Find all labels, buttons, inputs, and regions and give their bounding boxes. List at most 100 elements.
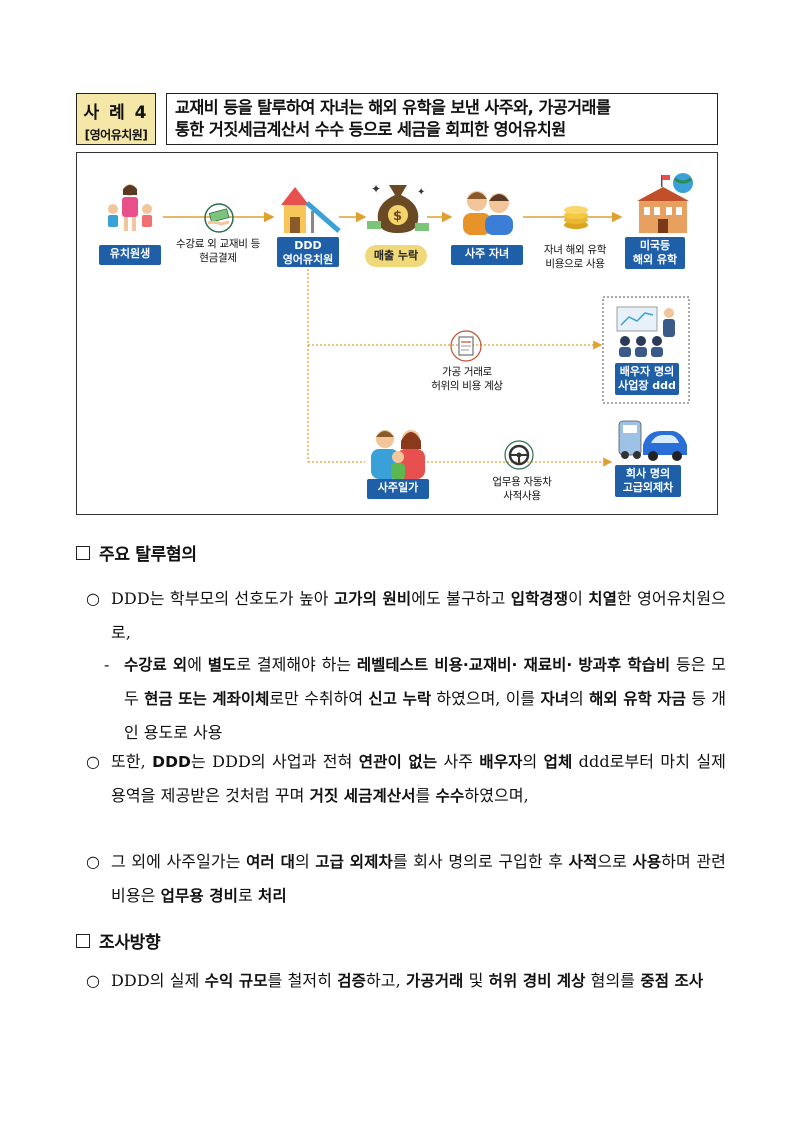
checkbox-square-icon bbox=[76, 546, 90, 560]
text: 으로 bbox=[597, 852, 633, 871]
text: 로 결제해야 하는 bbox=[236, 655, 357, 674]
bold-text: 처리 bbox=[257, 887, 287, 905]
caption-fake-line1: 가공 거래로 bbox=[442, 366, 492, 378]
bold-text: 현금 또는 계좌이체 bbox=[144, 690, 270, 708]
bold-text: 고가의 원비 bbox=[333, 590, 412, 608]
paragraph-3: ○ 그 외에 사주일가는 여러 대의 고급 외제차를 회사 명의로 구입한 후 … bbox=[86, 845, 726, 913]
steering-wheel-icon bbox=[504, 440, 534, 470]
text: 를 회사 명의로 구입한 후 bbox=[392, 852, 569, 871]
checkbox-square-icon bbox=[76, 934, 90, 948]
badge-kindergarten-line2: 영어유치원 bbox=[282, 253, 334, 266]
bold-text: 계상 bbox=[556, 972, 586, 990]
bold-text: 업무용 경비 bbox=[160, 887, 238, 905]
flow-diagram: ✦ ✦ $ bbox=[76, 152, 718, 515]
invoice-icon bbox=[450, 330, 482, 362]
bold-text: 수강료 외 bbox=[124, 656, 188, 674]
bold-text: 검증 bbox=[337, 972, 366, 990]
text: 및 bbox=[463, 971, 489, 990]
badge-spouse-line2: 사업장 ddd bbox=[618, 379, 676, 392]
case-category: [영어유치원] bbox=[84, 128, 148, 142]
text: 는 DDD의 사업과 전혀 bbox=[191, 752, 359, 771]
badge-students: 유치원생 bbox=[99, 245, 161, 265]
caption-car-use-line1: 업무용 자동차 bbox=[492, 476, 552, 488]
svg-text:✦: ✦ bbox=[371, 182, 381, 196]
text: 를 철저히 bbox=[267, 971, 338, 990]
caption-tuition: 자녀 해외 유학 비용으로 사용 bbox=[531, 243, 619, 271]
badge-company-car: 회사 명의 고급외제차 bbox=[615, 465, 681, 497]
coins-icon bbox=[564, 206, 588, 229]
bold-text: 거짓 세금계산서 bbox=[309, 787, 416, 805]
text: 이 bbox=[568, 589, 589, 608]
case-label: 사 례 4 [영어유치원] bbox=[76, 93, 156, 145]
cash-payment-icon bbox=[204, 203, 234, 233]
section-title-text: 주요 탈루혐의 bbox=[99, 545, 197, 565]
bold-text: 수익 규모 bbox=[204, 972, 268, 990]
text: 하였으며, bbox=[464, 786, 529, 805]
badge-family: 사주일가 bbox=[367, 479, 429, 499]
students-icon bbox=[108, 184, 152, 231]
caption-payment-line1: 수강료 외 교재비 등 bbox=[176, 238, 260, 250]
paragraph-1-sub: - 수강료 외에 별도로 결제해야 하는 레벨테스트 비용·교재비· 재료비· … bbox=[104, 648, 726, 749]
section-title-tax-evasion: 주요 탈루혐의 bbox=[76, 540, 197, 565]
badge-abroad-line2: 해외 유학 bbox=[632, 253, 678, 266]
svg-text:$: $ bbox=[393, 209, 402, 224]
text: 한 영어유치원으로, bbox=[111, 589, 726, 642]
bold-text: 사적 bbox=[568, 853, 598, 871]
bold-text: 가공거래 bbox=[405, 972, 464, 990]
circle-bullet: ○ bbox=[86, 971, 101, 990]
badge-abroad-line1: 미국등 bbox=[639, 239, 671, 252]
bold-text: 허위 경비 bbox=[488, 972, 552, 990]
badge-kindergarten-line1: DDD bbox=[294, 239, 322, 252]
children-icon bbox=[463, 191, 513, 235]
text: 의 bbox=[294, 852, 316, 871]
text: 하고, bbox=[365, 971, 406, 990]
badge-owner-child: 사주 자녀 bbox=[451, 245, 523, 265]
bold-text: 별도 bbox=[207, 656, 237, 674]
bold-text: 수수 bbox=[435, 787, 465, 805]
circle-bullet: ○ bbox=[86, 752, 101, 771]
bold-text: 배우자 bbox=[479, 753, 523, 771]
luxury-car-icon bbox=[618, 420, 687, 461]
badge-car-line2: 고급외제차 bbox=[622, 481, 674, 494]
case-title-line1: 교재비 등을 탈루하여 자녀는 해외 유학을 보낸 사주와, 가공거래를 bbox=[175, 98, 611, 117]
text: 로만 수취하여 bbox=[269, 689, 369, 708]
bold-text: 자녀 bbox=[540, 690, 570, 708]
text: 에 bbox=[187, 655, 208, 674]
caption-fake-line2: 허위의 비용 계상 bbox=[431, 380, 503, 392]
kindergarten-icon bbox=[281, 187, 341, 233]
text: 혐의를 bbox=[585, 971, 641, 990]
bold-text: 업체 bbox=[543, 753, 573, 771]
paragraph-1: ○ DDD는 학부모의 선호도가 높아 고가의 원비에도 불구하고 입학경쟁이 … bbox=[86, 582, 726, 649]
text: 의 bbox=[522, 752, 544, 771]
text: ddd로부터 마치 실제 용역을 제공받은 것처럼 꾸며 bbox=[111, 752, 726, 805]
bold-text: 신고 누락 bbox=[368, 690, 432, 708]
money-bag-icon: ✦ ✦ $ bbox=[367, 182, 429, 233]
badge-car-line1: 회사 명의 bbox=[625, 467, 671, 480]
caption-car-use-line2: 사적사용 bbox=[503, 490, 541, 502]
caption-fake-transaction: 가공 거래로 허위의 비용 계상 bbox=[407, 365, 527, 393]
bold-text: 고급 외제차 bbox=[315, 853, 393, 871]
text: 또한, bbox=[111, 752, 153, 771]
text: 로 bbox=[237, 886, 258, 905]
bold-text: 연관이 없는 bbox=[358, 753, 438, 771]
pill-sales-omission: 매출 누락 bbox=[365, 245, 427, 267]
text: 그 외에 사주일가는 bbox=[111, 852, 247, 871]
caption-tuition-line1: 자녀 해외 유학 bbox=[543, 244, 607, 256]
text: 등 개인 용도로 사용 bbox=[124, 689, 727, 742]
bold-text: 레벨테스트 비용·교재비· 재료비· 방과후 학습비 bbox=[356, 656, 671, 674]
caption-payment-line2: 현금결제 bbox=[199, 252, 237, 264]
paragraph-2: ○ 또한, DDD는 DDD의 사업과 전혀 연관이 없는 사주 배우자의 업체… bbox=[86, 745, 726, 813]
family-icon bbox=[371, 430, 425, 479]
text: 등은 모두 bbox=[124, 655, 726, 708]
bold-text: 해외 유학 자금 bbox=[589, 690, 686, 708]
bold-text: DDD bbox=[152, 753, 192, 771]
section-title-text: 조사방향 bbox=[99, 933, 161, 953]
bold-text: 치열 bbox=[588, 590, 617, 608]
text: 사주 bbox=[437, 752, 480, 771]
caption-tuition-line2: 비용으로 사용 bbox=[545, 258, 605, 270]
text: DDD의 실제 bbox=[111, 971, 205, 990]
case-title-line2: 통한 거짓세금계산서 수수 등으로 세금을 회피한 영어유치원 bbox=[175, 120, 566, 139]
bold-text: 여러 대 bbox=[246, 853, 295, 871]
badge-abroad: 미국등 해외 유학 bbox=[625, 237, 685, 269]
text: 를 bbox=[415, 786, 436, 805]
